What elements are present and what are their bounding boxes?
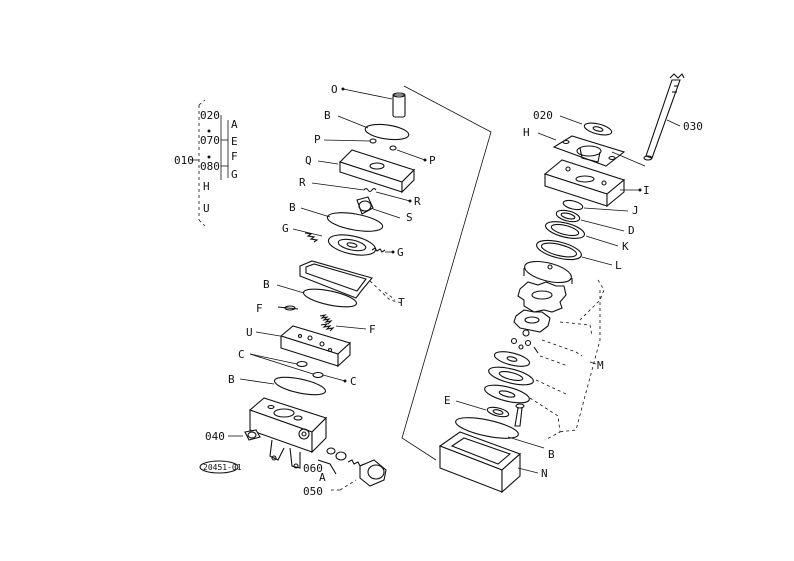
label-q: Q: [305, 154, 312, 167]
tree-letter-e: E: [231, 135, 238, 148]
label-a: A: [319, 471, 326, 484]
label-s: S: [406, 211, 413, 224]
label-i: I: [643, 184, 650, 197]
label-t: T: [398, 296, 405, 309]
part-f-spring-low: [320, 323, 335, 332]
tree-branch-070: 070: [200, 134, 220, 147]
label-060: 060: [303, 462, 323, 475]
part-t-cover: [299, 260, 373, 299]
part-n-housing: [438, 431, 522, 494]
part-b-gasket-1: [364, 123, 410, 141]
label-f-2: F: [369, 323, 376, 336]
part-050-plug: [347, 459, 387, 487]
part-g-spring-left: [304, 232, 319, 243]
label-020: 020: [533, 109, 553, 122]
label-l: L: [615, 259, 622, 272]
label-m: M: [597, 359, 604, 372]
part-m-pins: [510, 329, 539, 354]
part-fitting-small: [326, 447, 336, 455]
tree-branch-080: 080: [200, 160, 220, 173]
part-inner-rotor: [513, 309, 551, 333]
right-part-stack: 030 020 H I J: [438, 73, 703, 494]
part-q-plate: [338, 149, 416, 194]
part-b-gasket-5: [455, 417, 519, 439]
part-b-gasket-2: [326, 212, 384, 232]
label-g-1: G: [282, 222, 289, 235]
part-pump-body: [248, 397, 328, 469]
label-e: E: [444, 394, 451, 407]
label-p-2: P: [429, 154, 436, 167]
part-030-shaft: [643, 73, 685, 161]
part-020-washer: [583, 122, 613, 136]
part-g-spring-right: [371, 247, 386, 253]
label-u: U: [246, 326, 253, 339]
label-j: J: [632, 204, 639, 217]
label-f-1: F: [256, 302, 263, 315]
label-b-3: B: [263, 278, 270, 291]
tree-root-label: 010: [174, 154, 194, 167]
part-o-sleeve: [392, 92, 406, 118]
label-c-2: C: [350, 375, 357, 388]
part-swash-disc: [488, 366, 534, 386]
part-b-gasket-4: [273, 376, 327, 396]
part-b-gasket-3: [302, 288, 358, 308]
tree-letter-f: F: [231, 150, 238, 163]
part-j-ring: [562, 199, 584, 211]
stamp-code: 20451-01: [203, 463, 242, 472]
part-i-cover: [543, 159, 626, 208]
label-d: D: [628, 224, 635, 237]
left-part-stack: O B P P Q R R S: [199, 83, 436, 498]
part-e-ring: [486, 406, 510, 418]
part-port-plate: [493, 351, 531, 367]
drawing-stamp: [199, 460, 239, 474]
part-060-washer: [335, 451, 347, 461]
part-f-spring-mid: [319, 314, 333, 325]
label-r-1: R: [299, 176, 306, 189]
part-u-plate: [279, 325, 352, 368]
assembly-bracket: [401, 85, 492, 461]
part-c-oring-1: [296, 360, 308, 368]
part-bolt: [514, 403, 525, 427]
label-b-1: B: [324, 109, 331, 122]
tree-chain-h: H: [203, 180, 210, 193]
label-n: N: [541, 467, 548, 480]
tree-chain-u: U: [203, 202, 210, 215]
part-rotor-gear: [517, 281, 567, 313]
label-g-2: G: [397, 246, 404, 259]
label-r-2: R: [414, 195, 421, 208]
part-cam-disk: [523, 260, 573, 284]
label-b-5: B: [548, 448, 555, 461]
part-k-ring: [544, 221, 586, 239]
part-040-nut: [244, 429, 261, 441]
part-h-flange: [552, 135, 626, 167]
label-o: O: [331, 83, 338, 96]
parts-index-tree: 010 020 070 080 H U A E F G: [174, 99, 238, 227]
part-g-valve-plate: [327, 234, 377, 256]
label-050: 050: [303, 485, 323, 498]
label-p-1: P: [314, 133, 321, 146]
part-s-valve: [356, 196, 374, 215]
label-030: 030: [683, 120, 703, 133]
label-b-4: B: [228, 373, 235, 386]
tree-branch-020: 020: [200, 109, 220, 122]
label-k: K: [622, 240, 629, 253]
label-c-1: C: [238, 348, 245, 361]
tree-letter-g: G: [231, 168, 238, 181]
part-l-ring: [536, 239, 582, 261]
part-r-spring: [363, 187, 377, 193]
part-thrust-disc: [484, 384, 530, 404]
part-c-oring-2: [312, 371, 324, 379]
label-h: H: [523, 126, 530, 139]
label-040: 040: [205, 430, 225, 443]
tree-letter-a: A: [231, 118, 238, 131]
label-b-2: B: [289, 201, 296, 214]
